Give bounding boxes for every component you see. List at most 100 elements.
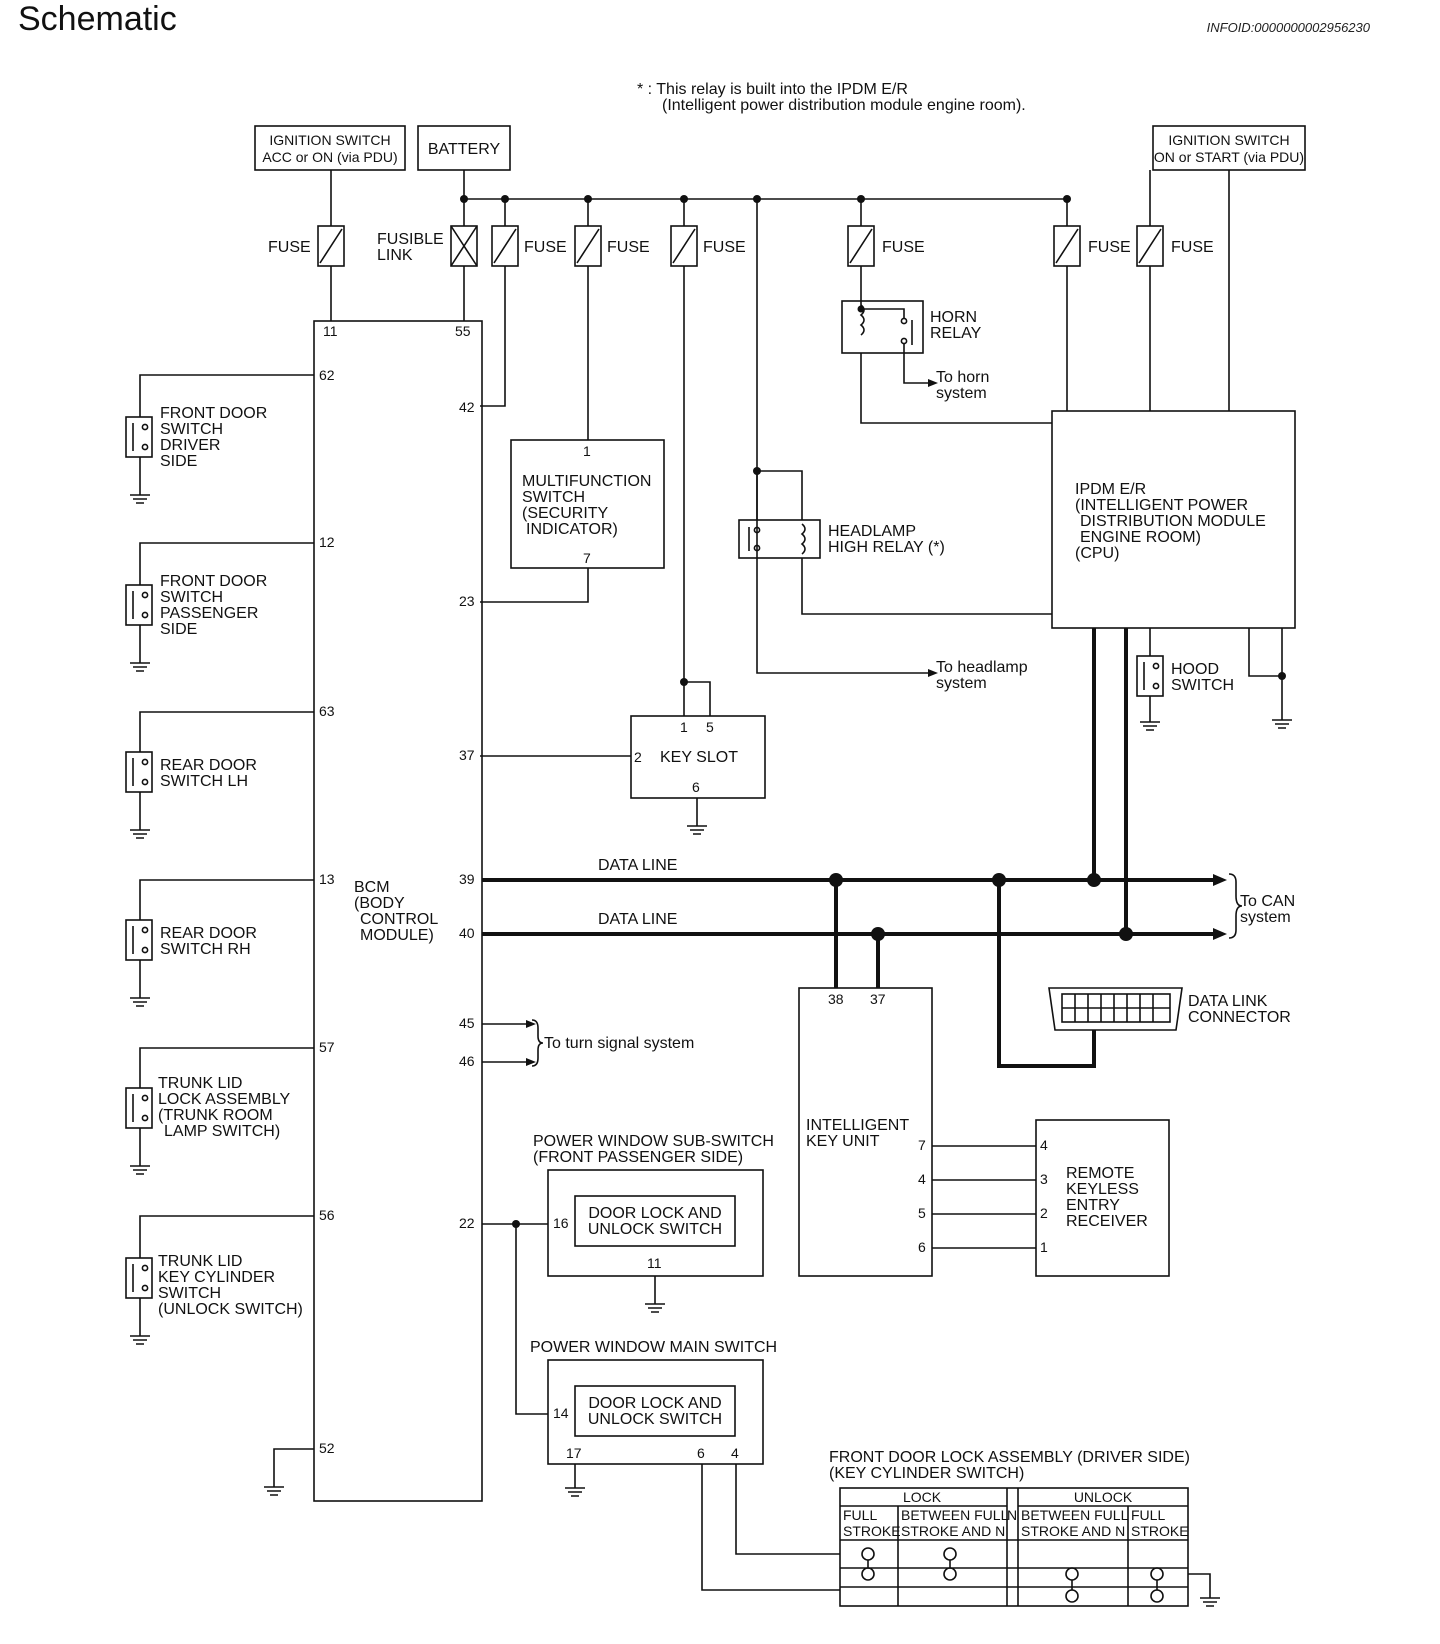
data-line-2-label: DATA LINE [598, 911, 677, 928]
fuse-11: FUSE [268, 225, 345, 267]
bcm-pin-39: 39 [459, 871, 475, 887]
bcm-pin-56: 56 [319, 1207, 335, 1223]
ignition-on-label1: IGNITION SWITCH [1168, 132, 1289, 148]
iku-l1: INTELLIGENT [806, 1117, 909, 1134]
ignition-on-box: IGNITION SWITCH ON or START (via PDU) [1152, 125, 1306, 171]
pw-main-inner2: UNLOCK SWITCH [588, 1411, 722, 1428]
ignition-acc-box: IGNITION SWITCH ACC or ON (via PDU) [254, 125, 406, 171]
bcm-pin-23: 23 [459, 593, 475, 609]
multifunction-l1: MULTIFUNCTION [522, 473, 651, 490]
key-slot: 1 5 2 KEY SLOT 6 [630, 715, 766, 799]
keyslot-pin1: 1 [680, 719, 688, 735]
info-id: INFOID:0000000002956230 [1206, 20, 1370, 35]
fdl-lock: LOCK [903, 1489, 942, 1505]
bcm-pin-11: 11 [323, 323, 338, 339]
switch-rd-lh-l2: SWITCH LH [160, 773, 248, 790]
keyslot-label: KEY SLOT [660, 749, 738, 766]
fusible-link: FUSIBLE LINK [377, 225, 478, 267]
ground-symbol [130, 494, 150, 504]
keyslot-junction [680, 678, 688, 686]
fuse-42: FUSE [491, 225, 567, 267]
keyslot-pin6: 6 [692, 779, 700, 795]
fdl-c2b: STROKE AND N [901, 1523, 1005, 1539]
rke-l2: KEYLESS [1066, 1181, 1139, 1198]
power-window-main-switch: DOOR LOCK AND UNLOCK SWITCH 14 17 6 4 [547, 1359, 764, 1465]
iku-pin38: 38 [828, 991, 844, 1007]
iku-pin37: 37 [870, 991, 886, 1007]
turn-signal-label: To turn signal system [544, 1035, 694, 1052]
ground-symbol [1272, 719, 1292, 729]
keyslot-pin5: 5 [706, 719, 714, 735]
fuse-ipdm-2-label: FUSE [1171, 239, 1214, 256]
bcm-label4: MODULE) [360, 927, 434, 944]
front-door-switch-passenger [125, 584, 153, 626]
pw-main-pin4: 4 [731, 1445, 739, 1461]
ipdm-l2: (INTELLIGENT POWER [1075, 497, 1248, 514]
switch-trunk-key-l1: TRUNK LID [158, 1253, 242, 1270]
keyslot-pin2: 2 [634, 749, 642, 765]
pw-sub-inner2: UNLOCK SWITCH [588, 1221, 722, 1238]
fdl-c3b: STROKE AND N [1021, 1523, 1125, 1539]
data-link-connector: DATA LINK CONNECTOR [1048, 987, 1291, 1031]
to-can-l1: To CAN [1240, 893, 1295, 910]
ground-symbol [565, 1487, 585, 1497]
relay-note-line1: * : This relay is built into the IPDM E/… [637, 81, 908, 98]
iku-l2: KEY UNIT [806, 1133, 880, 1150]
headlamp-high-relay: HEADLAMP HIGH RELAY (*) [738, 519, 945, 559]
bcm-pin-45: 45 [459, 1015, 475, 1031]
data-junctions [829, 873, 1133, 941]
bcm-module: BCM (BODY CONTROL MODULE) 11 55 62 42 12… [313, 320, 483, 1502]
rear-door-switch-lh [125, 751, 153, 793]
bcm-pin-40: 40 [459, 925, 475, 941]
fdl-c4b: STROKE [1131, 1523, 1189, 1539]
fuse-multifunction: FUSE [574, 225, 650, 267]
ground-symbol [687, 825, 707, 835]
bcm-pin-63: 63 [319, 703, 335, 719]
horn-relay-l1: HORN [930, 309, 977, 326]
rke-pin3: 3 [1040, 1171, 1048, 1187]
ground-symbol [264, 1486, 284, 1496]
bcm-pin-12: 12 [319, 534, 335, 550]
multifunction-switch: 1 MULTIFUNCTION SWITCH (SECURITY INDICAT… [510, 439, 665, 569]
headlamp-to1: To headlamp [936, 659, 1028, 676]
ground-symbol [645, 1303, 665, 1313]
switch-trunk-lamp-l3: (TRUNK ROOM [158, 1107, 273, 1124]
fdl-c1a: FULL [843, 1507, 877, 1523]
switch-fd-drv-l1: FRONT DOOR [160, 405, 267, 422]
relay-note-line2: (Intelligent power distribution module e… [662, 97, 1026, 114]
iku-pin6: 6 [918, 1239, 926, 1255]
pw-main-pin17: 17 [566, 1445, 582, 1461]
dlc-l2: CONNECTOR [1188, 1009, 1291, 1026]
switch-trunk-key-l3: SWITCH [158, 1285, 221, 1302]
fdl-n: N [1007, 1507, 1017, 1523]
fuse-horn-label: FUSE [882, 239, 925, 256]
ground-symbol [130, 1165, 150, 1175]
switch-fd-pas-l1: FRONT DOOR [160, 573, 267, 590]
ground-symbol [130, 997, 150, 1007]
fuse-ipdm-1-label: FUSE [1088, 239, 1131, 256]
iku-pin4: 4 [918, 1171, 926, 1187]
fdl-c2a: BETWEEN FULL [901, 1507, 1009, 1523]
bcm-label1: BCM [354, 879, 390, 896]
rke-pin2: 2 [1040, 1205, 1048, 1221]
switch-rd-rh-l1: REAR DOOR [160, 925, 257, 942]
fuse-keyslot: FUSE [670, 225, 746, 267]
fdl-c1b: STROKE [843, 1523, 901, 1539]
ignition-acc-label2: ACC or ON (via PDU) [262, 149, 397, 165]
pw-sub-pin11: 11 [647, 1255, 662, 1271]
rke-pin1: 1 [1040, 1239, 1048, 1255]
trunk-key-cylinder-switch [125, 1257, 153, 1299]
horn-relay: HORN RELAY [841, 300, 982, 354]
bcm-label3: CONTROL [360, 911, 438, 928]
fusible-link-label1: FUSIBLE [377, 231, 444, 248]
rear-door-switch-rh [125, 919, 153, 961]
dlc-l1: DATA LINK [1188, 993, 1268, 1010]
horn-to2: system [936, 385, 987, 402]
pw-main-pin6: 6 [697, 1445, 705, 1461]
multifunction-l3: (SECURITY [522, 505, 609, 522]
bcm-pin-46: 46 [459, 1053, 475, 1069]
pw-sub-inner1: DOOR LOCK AND [588, 1205, 721, 1222]
fuse-42-label: FUSE [524, 239, 567, 256]
bcm-label2: (BODY [354, 895, 405, 912]
data-line-1-label: DATA LINE [598, 857, 677, 874]
